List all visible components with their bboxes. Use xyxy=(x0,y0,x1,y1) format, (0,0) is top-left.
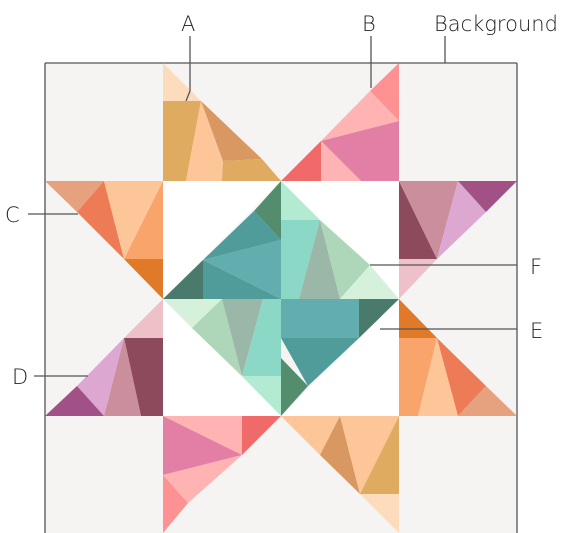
label-d: D xyxy=(12,365,28,389)
label-c: C xyxy=(5,203,20,227)
label-e: E xyxy=(530,319,543,343)
label-b: B xyxy=(362,12,376,36)
label-background: Background xyxy=(434,12,558,36)
label-a: A xyxy=(181,12,195,36)
quilt-patch xyxy=(281,299,359,338)
label-f: F xyxy=(530,255,542,279)
center-square xyxy=(163,181,399,416)
